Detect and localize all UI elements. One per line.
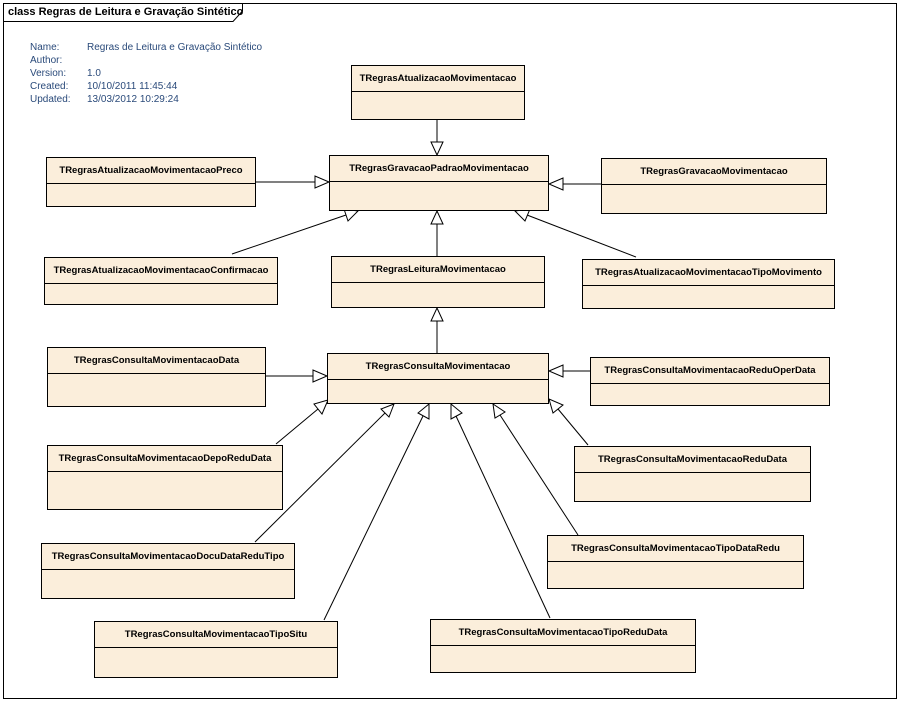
generalization-edge: [548, 398, 589, 446]
meta-created-value: 10/10/2011 11:45:44: [87, 81, 178, 92]
class-box[interactable]: TRegrasAtualizacaoMovimentacaoPreco: [46, 157, 256, 207]
meta-updated-value: 13/03/2012 10:29:24: [87, 94, 179, 105]
meta-version-value: 1.0: [87, 68, 101, 79]
class-name: TRegrasConsultaMovimentacaoTipoReduData: [431, 620, 695, 646]
generalization-edge: [547, 364, 590, 378]
class-box[interactable]: TRegrasConsultaMovimentacaoTipoReduData: [430, 619, 696, 673]
diagram-title: class Regras de Leitura e Gravação Sinté…: [8, 6, 244, 18]
generalization-edge: [323, 402, 430, 621]
class-box[interactable]: TRegrasLeituraMovimentacao: [331, 256, 545, 308]
class-box[interactable]: TRegrasConsultaMovimentacaoData: [47, 347, 266, 407]
generalization-edge: [231, 208, 360, 255]
class-box[interactable]: TRegrasConsultaMovimentacaoTipoDataRedu: [547, 535, 804, 589]
generalization-edge: [430, 120, 444, 157]
class-name: TRegrasConsultaMovimentacaoReduData: [575, 447, 810, 473]
generalization-edge: [547, 177, 601, 191]
class-box[interactable]: TRegrasGravacaoPadraoMovimentacao: [329, 155, 549, 211]
generalization-edge: [492, 402, 579, 536]
class-box[interactable]: TRegrasAtualizacaoMovimentacaoConfirmaca…: [44, 257, 278, 305]
class-box[interactable]: TRegrasConsultaMovimentacaoDocuDataReduT…: [41, 543, 295, 599]
class-box[interactable]: TRegrasGravacaoMovimentacao: [601, 158, 827, 214]
class-box[interactable]: TRegrasAtualizacaoMovimentacao: [351, 65, 525, 120]
class-box[interactable]: TRegrasConsultaMovimentacaoReduData: [574, 446, 811, 502]
generalization-edge: [430, 306, 444, 353]
generalization-edge: [266, 369, 329, 383]
generalization-edge: [256, 175, 331, 189]
class-box[interactable]: TRegrasConsultaMovimentacaoDepoReduData: [47, 445, 283, 510]
meta-author-label: Author:: [30, 55, 63, 66]
class-box[interactable]: TRegrasConsultaMovimentacaoReduOperData: [590, 357, 830, 406]
class-name: TRegrasGravacaoPadraoMovimentacao: [330, 156, 548, 182]
class-name: TRegrasAtualizacaoMovimentacao: [352, 66, 524, 92]
class-name: TRegrasLeituraMovimentacao: [332, 257, 544, 283]
class-name: TRegrasAtualizacaoMovimentacaoPreco: [47, 158, 255, 184]
generalization-edge: [254, 403, 395, 543]
class-name: TRegrasConsultaMovimentacaoDepoReduData: [48, 446, 282, 472]
class-name: TRegrasGravacaoMovimentacao: [602, 159, 826, 185]
class-name: TRegrasAtualizacaoMovimentacaoTipoMovime…: [583, 260, 834, 286]
meta-created-label: Created:: [30, 81, 69, 92]
class-name: TRegrasConsultaMovimentacaoTipoDataRedu: [548, 536, 803, 562]
class-name: TRegrasAtualizacaoMovimentacaoConfirmaca…: [45, 258, 277, 284]
meta-name-value: Regras de Leitura e Gravação Sintético: [87, 42, 263, 53]
class-name: TRegrasConsultaMovimentacaoTipoSitu: [95, 622, 337, 648]
generalization-edge: [513, 208, 637, 258]
meta-updated-label: Updated:: [30, 94, 71, 105]
class-box[interactable]: TRegrasAtualizacaoMovimentacaoTipoMovime…: [582, 259, 835, 309]
class-box[interactable]: TRegrasConsultaMovimentacao: [327, 353, 549, 404]
meta-version-label: Version:: [30, 68, 67, 79]
class-name: TRegrasConsultaMovimentacao: [328, 354, 548, 380]
generalization-edge: [275, 399, 329, 445]
class-name: TRegrasConsultaMovimentacaoDocuDataReduT…: [42, 544, 294, 570]
meta-name-label: Name:: [30, 42, 60, 53]
diagram-frame: [3, 3, 897, 699]
class-box[interactable]: TRegrasConsultaMovimentacaoTipoSitu: [94, 621, 338, 678]
title-tab-shape: [3, 3, 243, 22]
generalization-edge: [450, 402, 551, 619]
class-name: TRegrasConsultaMovimentacaoReduOperData: [591, 358, 829, 384]
generalization-edge: [430, 209, 444, 256]
class-name: TRegrasConsultaMovimentacaoData: [48, 348, 265, 374]
